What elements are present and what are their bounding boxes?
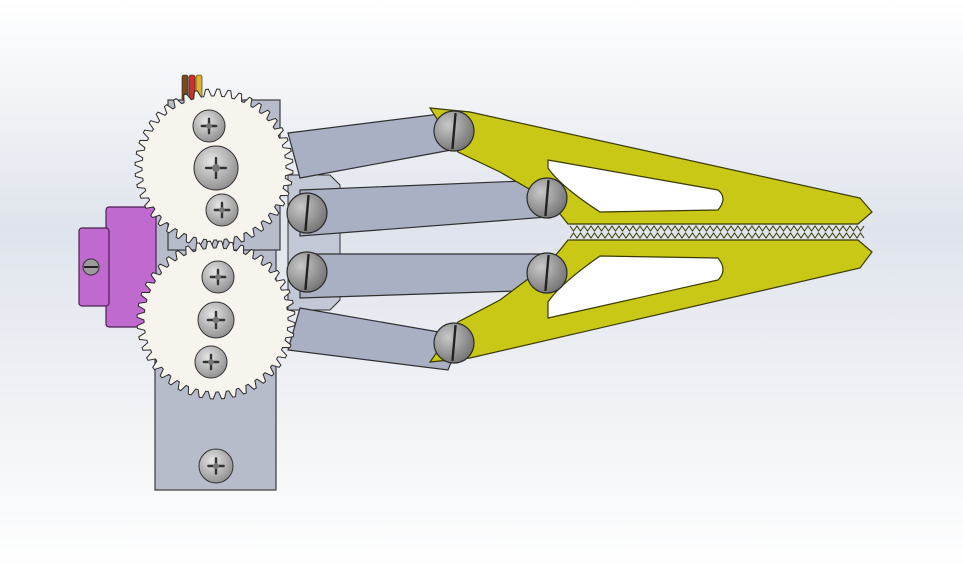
bracket-mount-screw-icon	[198, 448, 234, 484]
teeth-upper-profile	[569, 225, 865, 232]
gear-lower-hub-screw-icon	[197, 301, 235, 339]
teeth-lower-profile	[569, 232, 865, 239]
pivot-pin-bottom-inner-base-icon	[286, 251, 328, 293]
lower-finger-teeth	[569, 232, 865, 239]
upper-finger-teeth	[569, 225, 865, 232]
gear-lower-screw-2-icon	[194, 345, 228, 379]
pivot-pin-top-outer-icon	[433, 110, 475, 152]
screws-layer	[192, 109, 239, 484]
gear-upper-screw-2-icon	[205, 193, 239, 227]
upper-finger-slot	[547, 159, 724, 213]
gear-upper-screw-1-icon	[192, 109, 226, 143]
pivot-pins-layer	[286, 110, 568, 364]
gear-lower-screw-1-icon	[201, 260, 235, 294]
pivot-pin-bottom-outer-icon	[433, 322, 475, 364]
lower-finger-slot	[547, 255, 724, 319]
pivot-pin-top-inner-finger-icon	[526, 177, 568, 219]
pivot-pin-bottom-inner-finger-icon	[526, 252, 568, 294]
gear-upper-hub-screw-icon	[193, 145, 239, 191]
pivot-pin-top-inner-base-icon	[286, 192, 328, 234]
